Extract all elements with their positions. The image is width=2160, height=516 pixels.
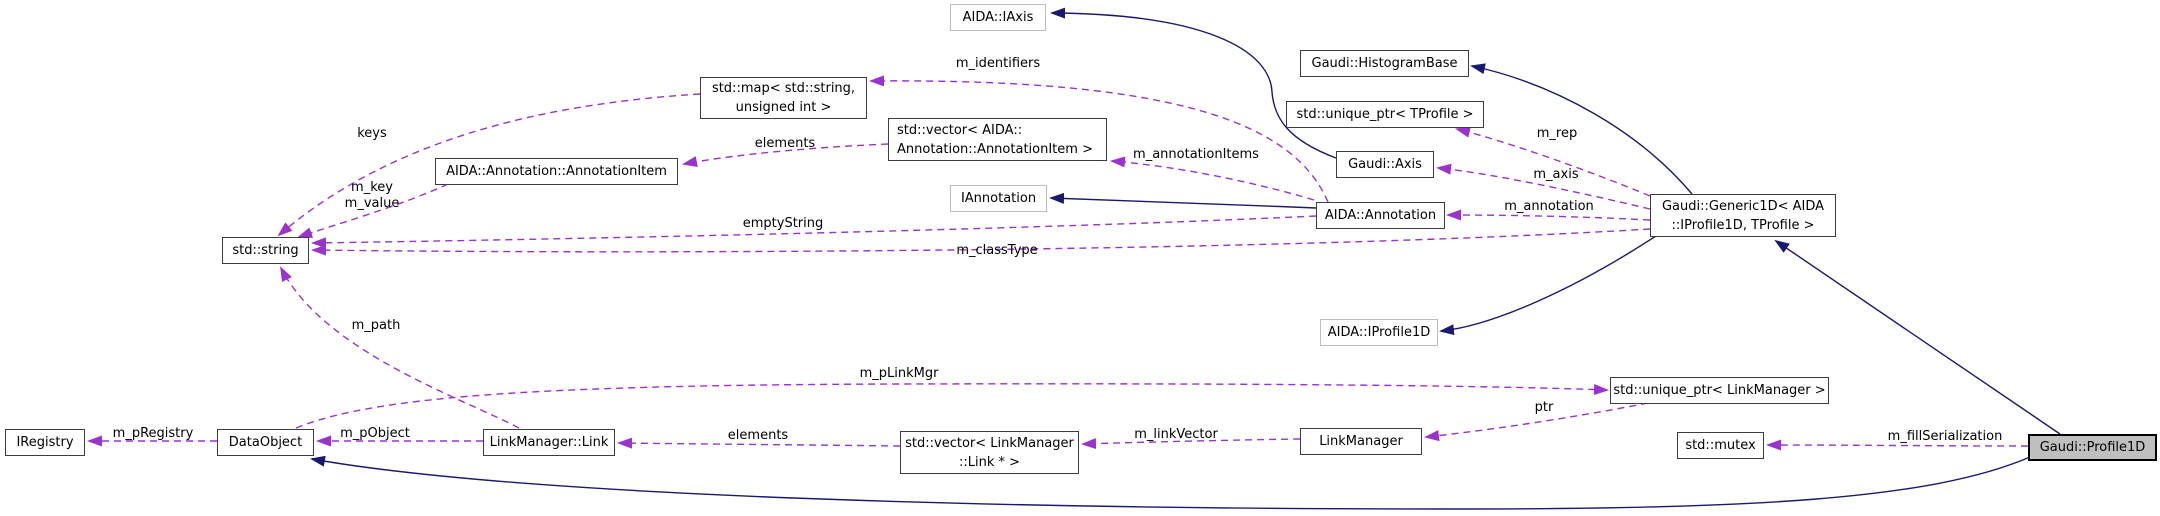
- node-label: IAnnotation: [960, 191, 1037, 206]
- node-label: std::mutex: [1685, 438, 1756, 453]
- edge-label-m-key-m-value: m_key m_value: [344, 180, 400, 211]
- node-label: std::string: [232, 243, 299, 258]
- node-label-line1: std::vector< AIDA::: [897, 122, 1023, 138]
- edge-m-key-m-value: [297, 183, 449, 238]
- edge-m-rep: [1455, 126, 1651, 197]
- node-label: AIDA::Annotation: [1324, 208, 1437, 223]
- node-label: std::unique_ptr< LinkManager >: [1613, 383, 1826, 398]
- node-gaudi-profile1d-current: Gaudi::Profile1D: [2028, 434, 2157, 461]
- edge-label-m-identifiers: m_identifiers: [955, 56, 1041, 71]
- node-std-vector-annotation-item[interactable]: std::vector< AIDA:: Annotation::Annotati…: [888, 118, 1107, 161]
- edge-label-m-p-link-mgr: m_pLinkMgr: [859, 366, 939, 381]
- node-aida-annotation-annotationitem[interactable]: AIDA::Annotation::AnnotationItem: [435, 158, 678, 185]
- node-label-line1: std::map< std::string,: [711, 81, 856, 96]
- edge-m-annotation: [1446, 209, 1651, 221]
- edge-aida-annotation-to-iannotation: [1049, 192, 1317, 209]
- node-label-line2: unsigned int >: [735, 100, 832, 115]
- node-label: std::unique_ptr< TProfile >: [1296, 107, 1474, 122]
- node-gaudi-axis[interactable]: Gaudi::Axis: [1336, 151, 1434, 178]
- edge-generic1d-to-aida-iprofile1d: [1439, 235, 1657, 336]
- edge-m-class-type: [311, 228, 1651, 256]
- edge-label-m-rep: m_rep: [1536, 126, 1578, 141]
- edge-label-m-annotation-items: m_annotationItems: [1133, 147, 1259, 162]
- node-label-line1: Gaudi::Generic1D< AIDA: [1661, 198, 1825, 214]
- node-label: LinkManager: [1319, 434, 1403, 449]
- node-label: IRegistry: [16, 435, 74, 450]
- node-label: AIDA::IProfile1D: [1327, 325, 1431, 340]
- edge-label-elements-bottom: elements: [727, 428, 789, 443]
- edge-gaudi-axis-to-aida-iaxis: [1050, 7, 1337, 159]
- node-gaudi-generic1d[interactable]: Gaudi::Generic1D< AIDA ::IProfile1D, TPr…: [1650, 194, 1836, 237]
- edge-label-m-fill-serialization: m_fillSerialization: [1887, 429, 2003, 444]
- edge-m-axis: [1436, 163, 1651, 210]
- node-label: LinkManager::Link: [489, 435, 609, 450]
- node-dataobject[interactable]: DataObject: [217, 429, 314, 456]
- node-std-map[interactable]: std::map< std::string, unsigned int >: [700, 77, 867, 119]
- node-label-line2: ::Link * >: [958, 454, 1021, 470]
- node-iannotation[interactable]: IAnnotation: [950, 185, 1047, 212]
- node-aida-iprofile1d[interactable]: AIDA::IProfile1D: [1320, 319, 1438, 346]
- node-label-line1: std::vector< LinkManager: [905, 435, 1074, 451]
- node-label-line2: Annotation::AnnotationItem >: [897, 141, 1093, 157]
- node-label: Gaudi::Profile1D: [2039, 440, 2146, 455]
- edge-m-fill-serialization: [1766, 439, 2029, 451]
- node-std-vector-linkmanager-link[interactable]: std::vector< LinkManager ::Link * >: [900, 431, 1079, 474]
- edge-label-m-p-registry: m_pRegistry: [112, 426, 194, 441]
- node-std-mutex[interactable]: std::mutex: [1677, 432, 1764, 459]
- edge-m-path: [280, 266, 520, 429]
- node-iregistry[interactable]: IRegistry: [5, 429, 85, 456]
- edge-keys: [277, 93, 701, 237]
- edge-elements-top: [682, 143, 889, 167]
- edge-ptr: [1424, 402, 1649, 442]
- edge-label-m-class-type: m_classType: [956, 243, 1038, 258]
- edge-label-m-axis: m_axis: [1533, 167, 1579, 182]
- edge-generic1d-to-histogrambase: [1470, 63, 1693, 195]
- node-std-unique-ptr-tprofile[interactable]: std::unique_ptr< TProfile >: [1286, 101, 1484, 128]
- edge-label-empty-string: emptyString: [742, 216, 824, 231]
- node-label: Gaudi::HistogramBase: [1311, 56, 1458, 71]
- node-std-unique-ptr-linkmanager[interactable]: std::unique_ptr< LinkManager >: [1610, 377, 1829, 404]
- edge-empty-string: [311, 215, 1317, 249]
- node-linkmanager[interactable]: LinkManager: [1300, 428, 1422, 455]
- edge-m-link-vector: [1081, 438, 1301, 450]
- edge-label-keys: keys: [357, 126, 387, 141]
- node-label: AIDA::Annotation::AnnotationItem: [446, 164, 667, 179]
- edge-label-m-link-vector: m_linkVector: [1134, 427, 1218, 442]
- edge-label-m-p-object: m_pObject: [340, 426, 410, 441]
- node-label: DataObject: [228, 435, 303, 450]
- node-label: Gaudi::Axis: [1348, 157, 1422, 172]
- edge-label-m-annotation: m_annotation: [1504, 199, 1594, 214]
- node-label-line2: ::IProfile1D, TProfile >: [1671, 217, 1815, 233]
- edge-label-elements-top: elements: [754, 136, 816, 151]
- edge-profile1d-to-dataobject: [310, 455, 2031, 510]
- node-std-string[interactable]: std::string: [222, 237, 309, 264]
- edge-label-ptr: ptr: [1534, 400, 1554, 415]
- edge-m-identifiers: [869, 75, 1329, 203]
- node-label: AIDA::IAxis: [962, 10, 1034, 25]
- node-aida-annotation[interactable]: AIDA::Annotation: [1316, 202, 1445, 229]
- edge-m-annotation-items: [1110, 156, 1315, 201]
- node-gaudi-histogrambase[interactable]: Gaudi::HistogramBase: [1300, 50, 1469, 77]
- edge-m-p-link-mgr: [295, 383, 1609, 429]
- node-linkmanager-link[interactable]: LinkManager::Link: [483, 429, 615, 456]
- node-aida-iaxis[interactable]: AIDA::IAxis: [950, 4, 1046, 31]
- edge-profile1d-to-generic1d: [1774, 239, 2061, 435]
- edge-label-m-path: m_path: [351, 318, 401, 333]
